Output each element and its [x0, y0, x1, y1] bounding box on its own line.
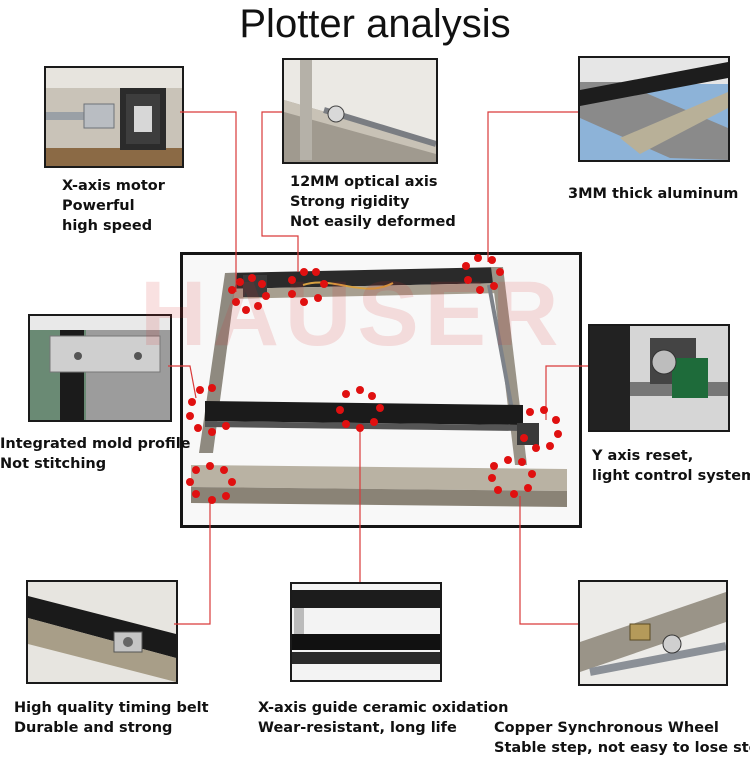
- caption-guide-oxidation: X-axis guide ceramic oxidation Wear-resi…: [258, 698, 508, 738]
- x-axis-motor-photo: [44, 66, 184, 168]
- caption-line: Integrated mold profile: [0, 436, 191, 452]
- caption-mold-profile: Integrated mold profile Not stitching: [0, 434, 191, 474]
- caption-optical-axis: 12MM optical axis Strong rigidity Not ea…: [290, 172, 456, 232]
- caption-line: Wear-resistant, long life: [258, 720, 457, 736]
- marker-cluster-front-left: [186, 462, 236, 504]
- marker-cluster-aluminum: [462, 254, 504, 294]
- timing-belt-photo: [26, 580, 178, 684]
- connector-x-axis-motor: [180, 111, 237, 292]
- caption-y-axis-reset: Y axis reset, light control system: [592, 446, 750, 486]
- watermark: HAUSER: [140, 263, 565, 365]
- marker-cluster-front-right: [488, 456, 536, 498]
- caption-line: Stable step, not easy to lose step: [494, 740, 750, 756]
- caption-line: Y axis reset,: [592, 448, 694, 464]
- marker-cluster-left-gantry: [186, 384, 230, 436]
- caption-line: Durable and strong: [14, 720, 173, 736]
- plotter-main-photo: [180, 252, 582, 528]
- caption-line: High quality timing belt: [14, 700, 209, 716]
- caption-aluminum: 3MM thick aluminum: [568, 184, 738, 204]
- marker-cluster-motor: [228, 274, 270, 314]
- guide-oxidation-photo: [290, 582, 442, 682]
- caption-line: Not stitching: [0, 456, 107, 472]
- caption-line: X-axis guide ceramic oxidation: [258, 700, 509, 716]
- caption-x-axis-motor: X-axis motor Powerful high speed: [62, 176, 165, 236]
- connector-aluminum: [487, 111, 578, 262]
- optical-axis-photo: [282, 58, 438, 164]
- caption-line: light control system: [592, 468, 750, 484]
- connector-copper-wheel: [519, 496, 578, 625]
- page-title: Plotter analysis: [239, 2, 511, 46]
- marker-cluster-right-gantry: [520, 406, 562, 452]
- caption-line: Not easily deformed: [290, 214, 456, 230]
- y-axis-reset-photo: [588, 324, 730, 432]
- connector-y-axis-reset: [545, 365, 588, 420]
- caption-line: Strong rigidity: [290, 194, 410, 210]
- caption-copper-wheel: Copper Synchronous Wheel Stable step, no…: [494, 718, 750, 758]
- caption-line: 3MM thick aluminum: [568, 186, 739, 202]
- copper-wheel-photo: [578, 580, 728, 686]
- caption-line: Copper Synchronous Wheel: [494, 720, 719, 736]
- aluminum-photo: [578, 56, 730, 162]
- mold-profile-photo: [28, 314, 172, 422]
- connector-timing-belt: [174, 500, 211, 625]
- caption-line: high speed: [62, 218, 153, 234]
- connector-mold-profile: [168, 365, 197, 399]
- caption-line: Powerful: [62, 198, 135, 214]
- marker-cluster-optical: [288, 268, 328, 306]
- connector-optical-axis: [261, 111, 299, 272]
- marker-cluster-center: [336, 386, 384, 432]
- caption-line: 12MM optical axis: [290, 174, 438, 190]
- caption-line: X-axis motor: [62, 178, 165, 194]
- caption-timing-belt: High quality timing belt Durable and str…: [14, 698, 209, 738]
